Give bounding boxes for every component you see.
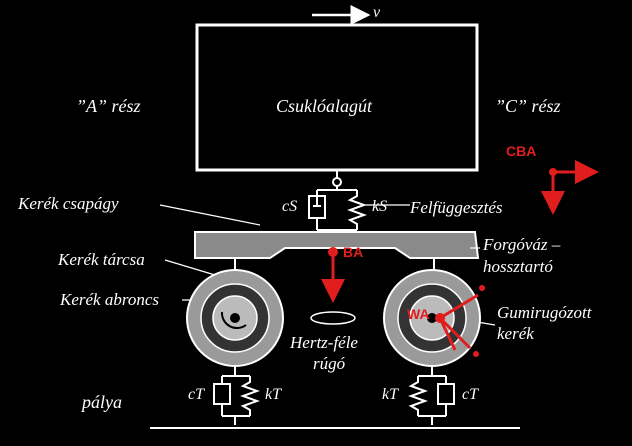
ba-point: [328, 247, 338, 257]
label-palya: pálya: [82, 392, 122, 412]
left-wheel: [186, 269, 284, 367]
label-hertz-line2: rúgó: [313, 354, 346, 373]
label-gumirugozott-line2: kerék: [497, 324, 534, 343]
rotation-ellipse: [310, 311, 356, 325]
label-hertz-line1: Hertz-féle: [290, 333, 358, 352]
symbol-kt-left: kT: [265, 386, 281, 403]
track-suspension-right: [408, 366, 455, 425]
bogie-frame: [194, 231, 480, 259]
label-forgovaz-line2: hossztartó: [483, 257, 553, 276]
marker-cba: CBA: [506, 143, 537, 159]
label-kerek-tarcsa: Kerék tárcsa: [58, 250, 145, 269]
label-csukloalagut: Csuklóalagút: [276, 96, 373, 116]
label-kerek-csapagy: Kerék csapágy: [18, 194, 119, 213]
label-part-c: ”C” rész: [495, 96, 561, 116]
label-felfuggesztes: Felfüggesztés: [410, 198, 503, 217]
wa-point: [435, 313, 445, 323]
symbol-cs: cS: [282, 198, 298, 215]
symbol-velocity: v: [373, 4, 381, 21]
symbol-ks: kS: [372, 198, 388, 215]
right-wheel: [383, 269, 481, 367]
wa-axes: [438, 293, 479, 351]
symbol-ct-left: cT: [188, 386, 204, 403]
label-kerek-abroncs: Kerék abroncs: [60, 290, 159, 309]
label-part-a: ”A” rész: [76, 96, 141, 116]
symbol-ct-right: cT: [462, 386, 478, 403]
marker-wa: WA: [407, 306, 430, 322]
symbol-kt-right: kT: [382, 386, 398, 403]
label-gumirugozott-line1: Gumirugózott: [497, 303, 592, 322]
secondary-suspension: [308, 170, 367, 231]
label-forgovaz-line1: Forgóváz –: [483, 235, 561, 254]
track-suspension-left: [213, 366, 260, 425]
marker-ba: BA: [343, 244, 364, 260]
